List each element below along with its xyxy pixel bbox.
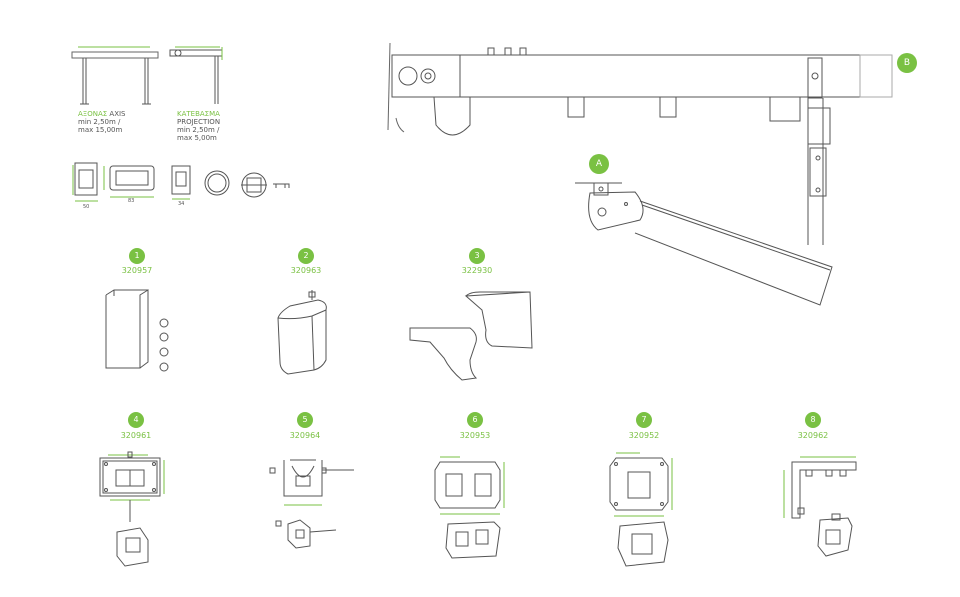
part-5-code: 320964 xyxy=(289,431,321,440)
part-4-badge: 4 xyxy=(128,412,144,428)
dim-83: 83 xyxy=(128,198,135,204)
projection-title-green: ΚΑΤΕΒΑΣΜΑ xyxy=(177,110,220,118)
dim-50: 50 xyxy=(83,204,90,210)
part-5-drawing xyxy=(269,459,354,549)
part-4-code: 320961 xyxy=(120,431,152,440)
callout-b: B xyxy=(897,53,917,73)
part-8-drawing xyxy=(783,456,857,557)
part-7-badge: 7 xyxy=(636,412,652,428)
projection-max: max 5,00m xyxy=(177,134,217,142)
part-3-badge: 3 xyxy=(469,248,485,264)
arm-drawing xyxy=(575,182,833,306)
projection-spec-label: ΚΑΤΕΒΑΣΜΑ PROJECTION min 2,50m / max 5,0… xyxy=(177,110,220,142)
part-6-drawing xyxy=(434,456,505,559)
part-6-badge: 6 xyxy=(467,412,483,428)
part-3-drawing xyxy=(409,291,533,381)
part-5-badge: 5 xyxy=(297,412,313,428)
axis-spec-label: ΑΞΟΝΑΣ AXIS min 2,50m / max 15,00m xyxy=(78,110,126,134)
projection-title-dark: PROJECTION xyxy=(177,118,221,126)
part-7-drawing xyxy=(609,452,673,567)
projection-min: min 2,50m / xyxy=(177,126,220,134)
callout-a: A xyxy=(589,154,609,174)
axis-title-green: ΑΞΟΝΑΣ xyxy=(78,110,108,118)
part-1-drawing xyxy=(105,289,169,372)
part-8-badge: 8 xyxy=(805,412,821,428)
part-3-code: 322930 xyxy=(461,266,493,275)
part-8-code: 320962 xyxy=(797,431,829,440)
part-6-code: 320953 xyxy=(459,431,491,440)
part-2-drawing xyxy=(277,290,327,375)
axis-min: min 2,50m / xyxy=(78,118,121,126)
part-7-code: 320952 xyxy=(628,431,660,440)
mechanism-drawing xyxy=(387,42,893,245)
profile-sections xyxy=(72,162,290,202)
part-1-code: 320957 xyxy=(121,266,153,275)
part-4-drawing xyxy=(99,451,165,567)
axis-frame-drawing xyxy=(71,46,159,105)
axis-title-dark: AXIS xyxy=(109,110,126,118)
part-2-code: 320963 xyxy=(290,266,322,275)
projection-frame-drawing xyxy=(169,46,223,104)
dim-34: 34 xyxy=(178,201,185,207)
part-2-badge: 2 xyxy=(298,248,314,264)
axis-max: max 15,00m xyxy=(78,126,123,134)
part-1-badge: 1 xyxy=(129,248,145,264)
